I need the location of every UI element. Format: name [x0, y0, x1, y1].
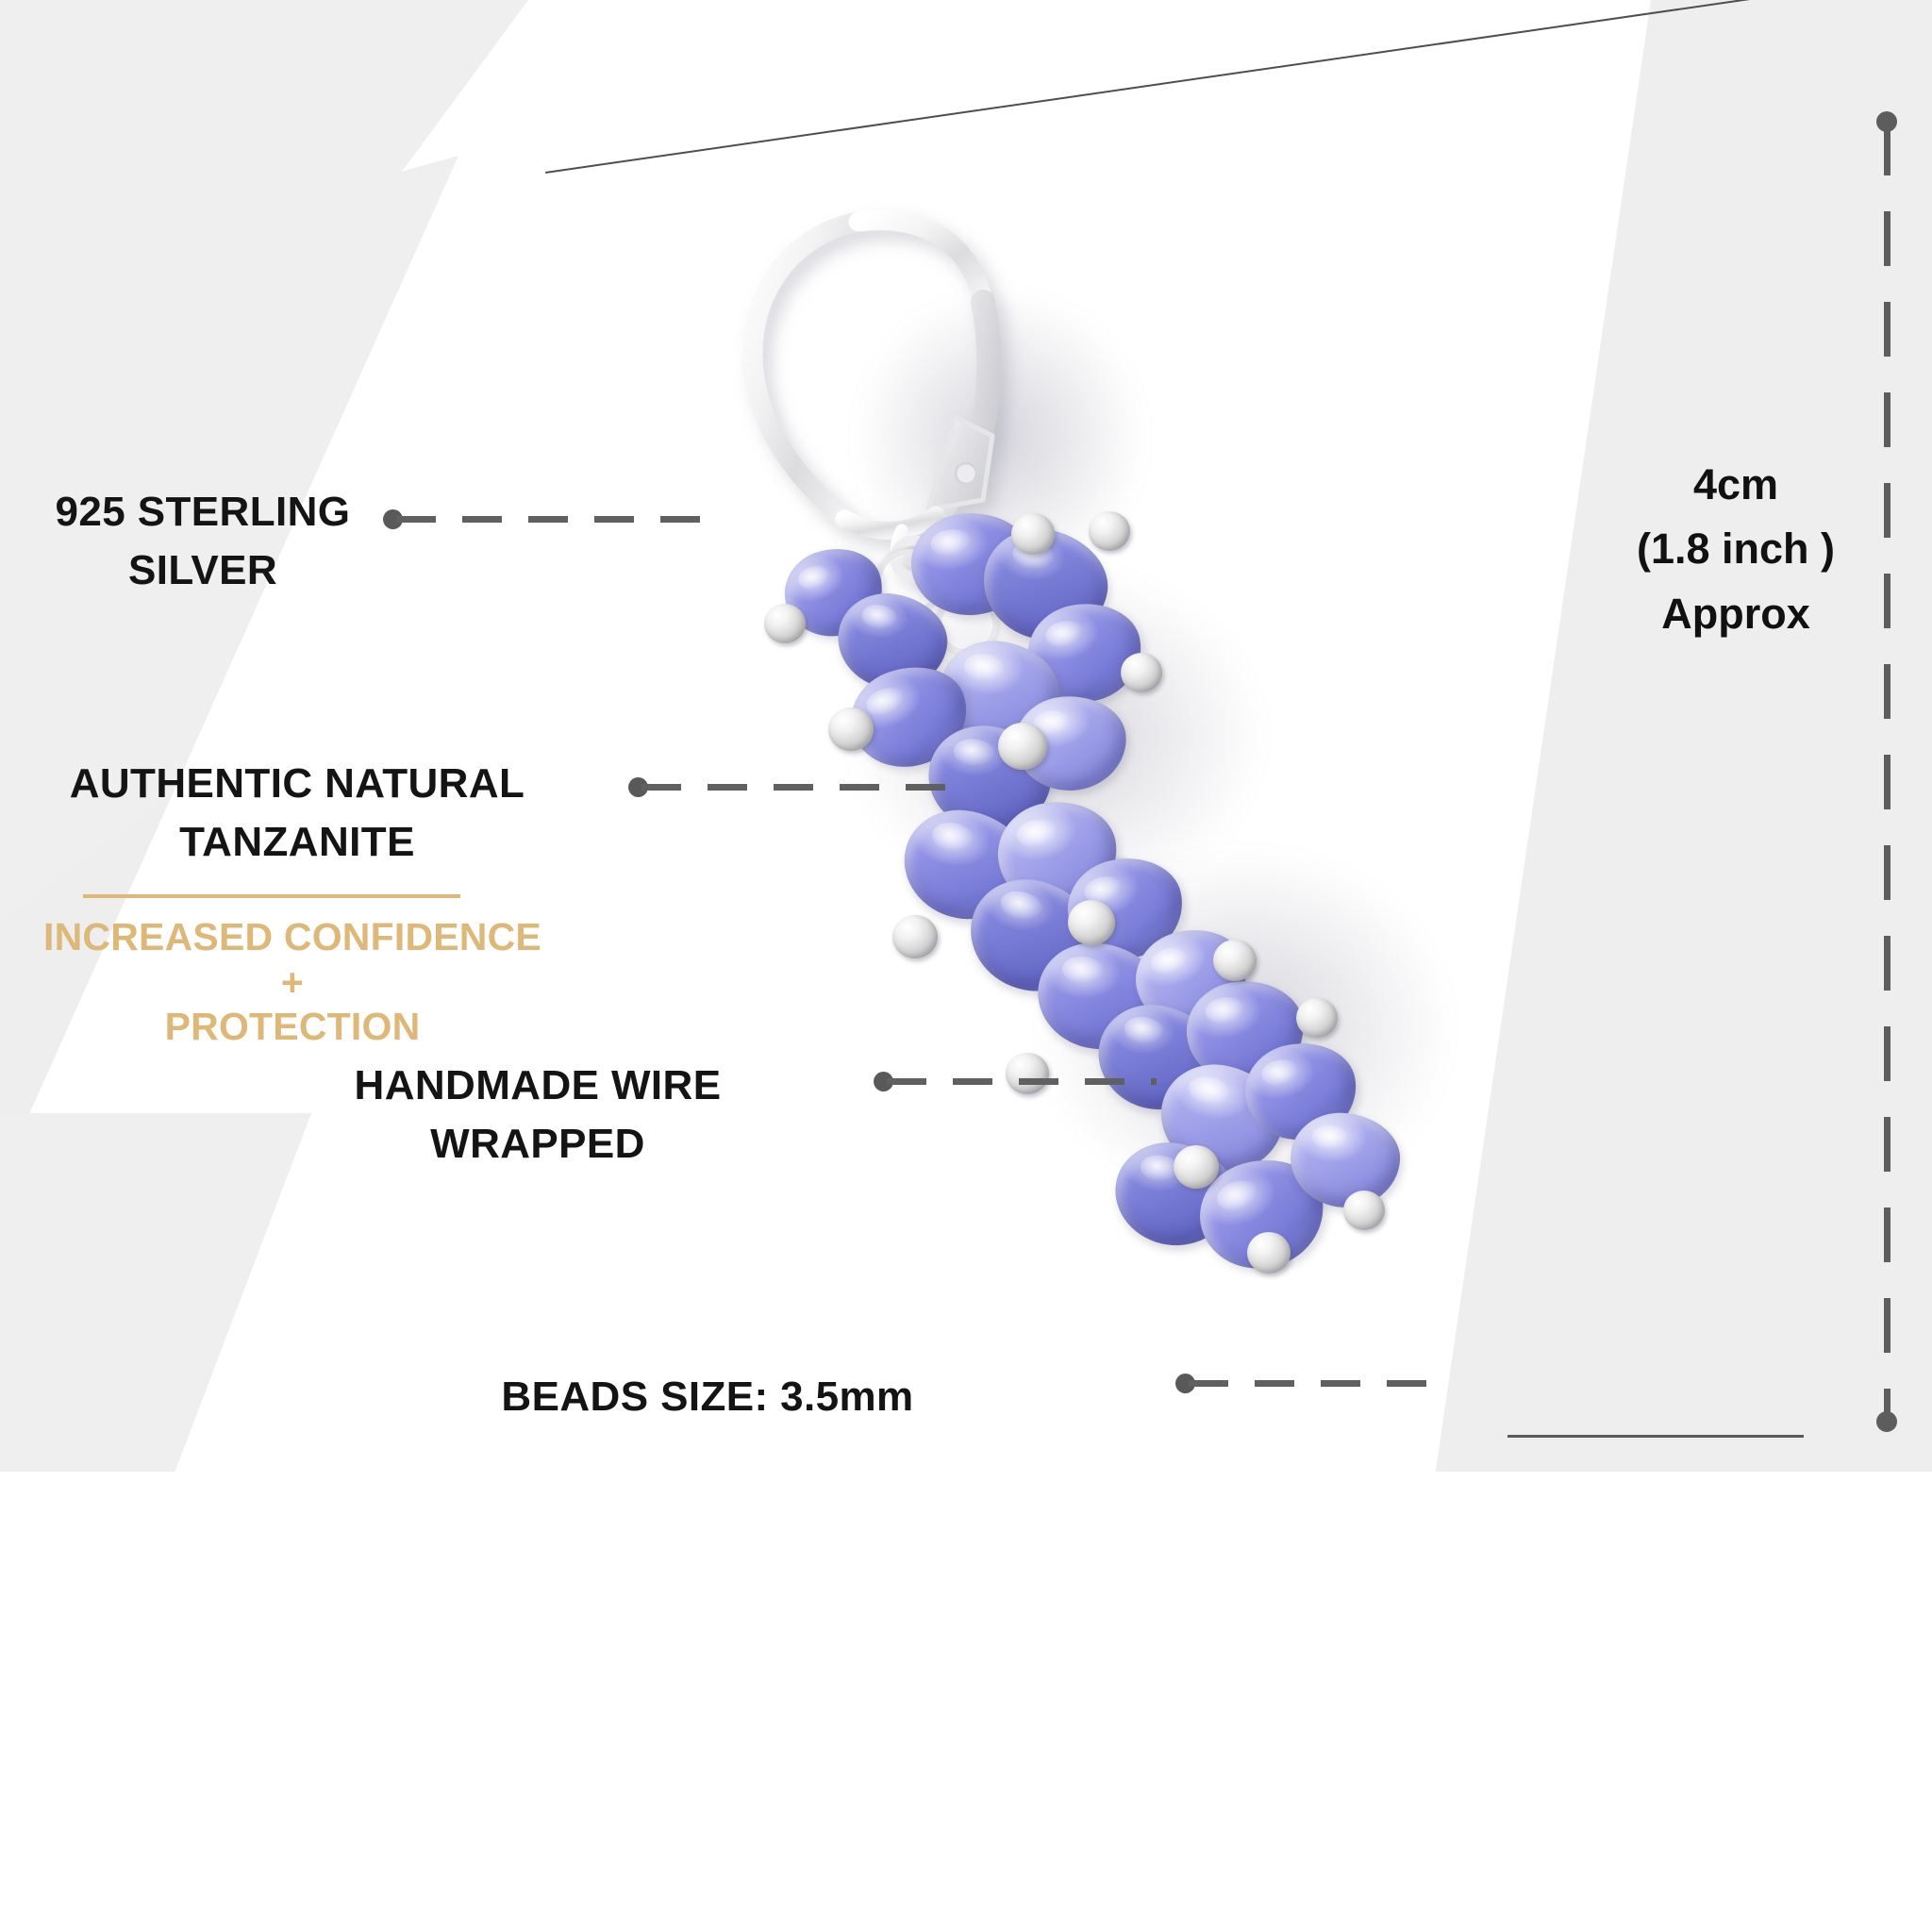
leader-dashes: [396, 516, 708, 523]
silver-ball-pin: [1343, 1191, 1385, 1230]
callout-line: SILVER: [127, 547, 278, 594]
leader-dashes: [641, 784, 960, 791]
leader-dot: [1175, 1374, 1195, 1393]
leader-dot: [628, 777, 648, 797]
callout-label-authentic-tanzanite: AUTHENTIC NATURAL TANZANITE: [0, 755, 594, 873]
callout-label-sterling-silver: 925 STERLING SILVER: [0, 483, 406, 601]
bottom-measure-rule: [1507, 1435, 1804, 1438]
gold-divider-rule: [83, 894, 460, 898]
callout-line: PROTECTION: [164, 1005, 421, 1049]
leader-dot: [874, 1072, 893, 1091]
leader-dot: [383, 509, 403, 529]
leader-line-authentic-tanzanite: [628, 777, 960, 797]
callout-line: INCREASED CONFIDENCE: [43, 915, 541, 958]
callout-line: TANZANITE: [179, 819, 415, 866]
background-white-bottom: [0, 1472, 1932, 1932]
leader-dashes: [1189, 1380, 1444, 1387]
callout-label-benefits: INCREASED CONFIDENCE + PROTECTION: [0, 915, 585, 1050]
dimension-line-vertical: [1876, 111, 1897, 1432]
dimension-label: 4cm (1.8 inch ) Approx: [1609, 453, 1862, 646]
callout-line: AUTHENTIC NATURAL: [69, 760, 525, 807]
callout-line: HANDMADE WIRE: [354, 1062, 722, 1108]
dimension-line-approx: Approx: [1661, 589, 1810, 638]
silver-ball-pin: [764, 604, 806, 643]
dimension-line-inch: (1.8 inch ): [1636, 525, 1836, 574]
leader-line-handmade-wire: [874, 1072, 1157, 1091]
silver-ball-pin: [1121, 653, 1162, 692]
silver-ball-pin: [1006, 1053, 1049, 1094]
callout-label-beads-size: BEADS SIZE: 3.5mm: [453, 1368, 962, 1426]
silver-ball-pin: [1011, 513, 1055, 555]
tanzanite-bead-cluster: [717, 198, 1736, 1462]
silver-ball-pin: [1068, 900, 1115, 945]
leader-line-sterling-silver: [383, 509, 708, 529]
leader-line-beads-size: [1175, 1374, 1444, 1393]
silver-ball-pin: [1174, 1145, 1219, 1189]
callout-line: +: [280, 959, 305, 1004]
silver-ball-pin: [1247, 1232, 1291, 1274]
silver-ball-pin: [892, 915, 938, 958]
callout-line: BEADS SIZE: 3.5mm: [501, 1374, 914, 1420]
callout-label-handmade-wire: HANDMADE WIRE WRAPPED: [217, 1057, 858, 1174]
leader-dashes: [887, 1078, 1157, 1085]
dimension-dashed-stem: [1884, 121, 1890, 1423]
dimension-endpoint-bottom: [1876, 1411, 1897, 1432]
silver-ball-pin: [1296, 998, 1338, 1038]
silver-ball-pin: [828, 708, 874, 751]
callout-line: WRAPPED: [430, 1121, 645, 1168]
dimension-line-cm: 4cm: [1692, 460, 1779, 508]
silver-ball-pin: [998, 723, 1047, 770]
callout-line: 925 STERLING: [55, 489, 351, 535]
silver-ball-pin: [1213, 940, 1257, 981]
silver-ball-pin: [1089, 511, 1130, 551]
product-earring-image: [717, 198, 1736, 1462]
